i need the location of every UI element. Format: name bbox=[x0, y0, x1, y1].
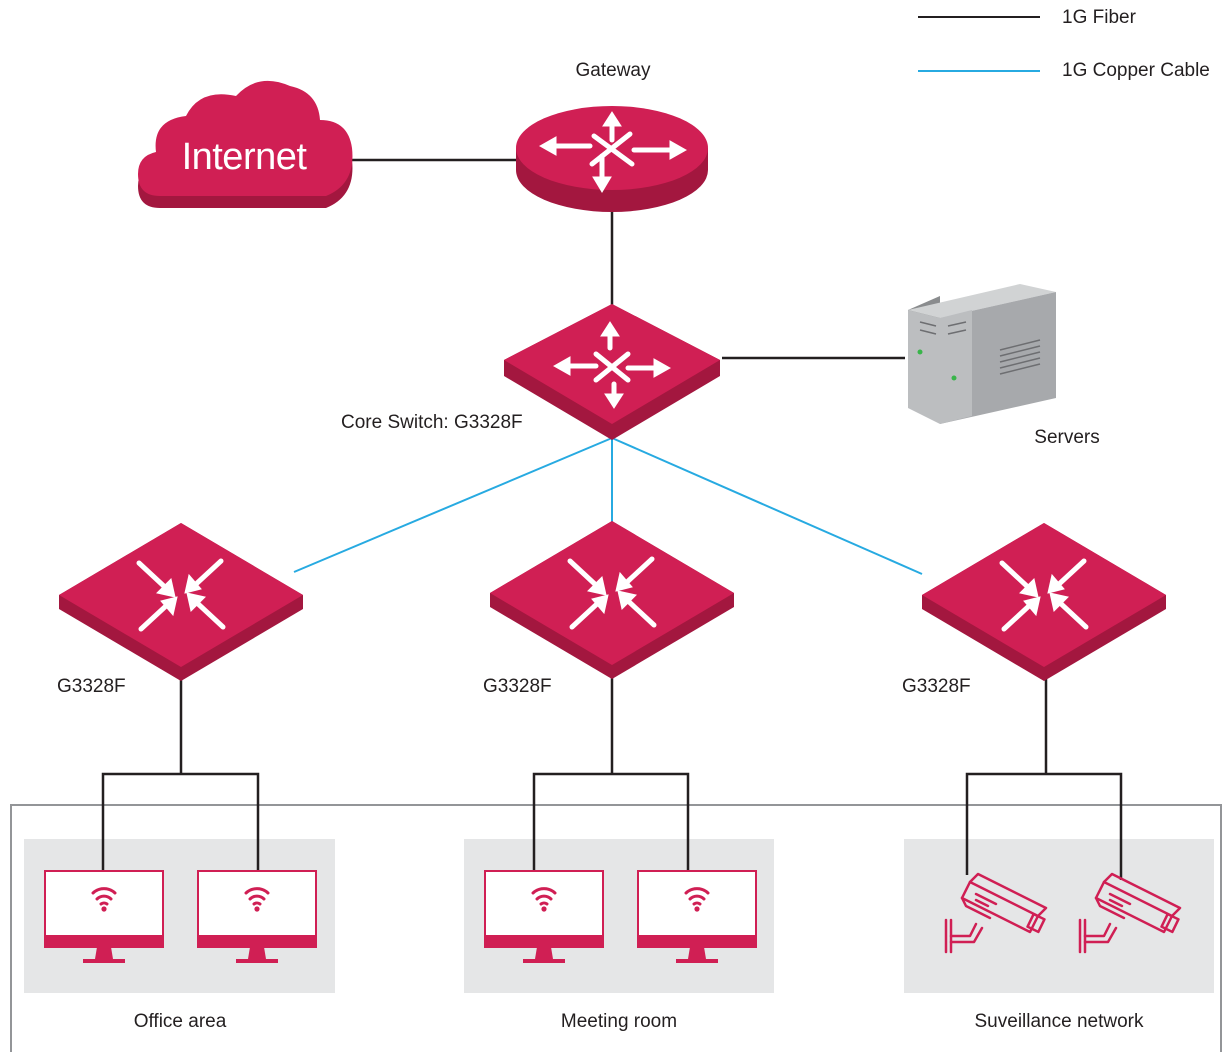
core-switch-icon bbox=[504, 304, 720, 440]
servers-label: Servers bbox=[1034, 427, 1100, 448]
security-camera-icon bbox=[944, 872, 1048, 954]
legend-copper-label: 1G Copper Cable bbox=[1062, 60, 1210, 81]
switch-icon bbox=[490, 521, 734, 679]
meeting-room-label: Meeting room bbox=[560, 1011, 678, 1032]
surveillance-label: Suveillance network bbox=[974, 1011, 1144, 1032]
security-camera-icon bbox=[1078, 872, 1182, 954]
link-core-switch1 bbox=[293, 437, 613, 573]
gateway-label: Gateway bbox=[575, 60, 651, 81]
switch-icon bbox=[59, 523, 303, 681]
switch-icon bbox=[922, 523, 1166, 681]
surveillance-panel bbox=[904, 839, 1214, 993]
server-icon bbox=[908, 284, 1056, 424]
wifi-monitor-icon bbox=[196, 869, 318, 965]
router-icon bbox=[516, 106, 708, 212]
legend-copper-swatch bbox=[918, 70, 1040, 72]
access-switch-2-label: G3328F bbox=[483, 676, 552, 697]
link-switch1-office bbox=[101, 670, 260, 875]
link-switch3-surveillance bbox=[965, 668, 1123, 880]
wifi-monitor-icon bbox=[43, 869, 165, 965]
access-switch-3-label: G3328F bbox=[902, 676, 971, 697]
cloud-icon bbox=[138, 80, 353, 208]
legend-fiber-label: 1G Fiber bbox=[1062, 7, 1136, 28]
internet-label: Internet bbox=[181, 136, 307, 178]
access-switch-1-label: G3328F bbox=[57, 676, 126, 697]
office-area-label: Office area bbox=[133, 1011, 227, 1032]
wifi-monitor-icon bbox=[483, 869, 605, 965]
legend-fiber-swatch bbox=[918, 16, 1040, 18]
wifi-monitor-icon bbox=[636, 869, 758, 965]
link-core-switch3 bbox=[611, 437, 923, 575]
endpoint-frame bbox=[10, 804, 1222, 1052]
core-switch-label: Core Switch: G3328F bbox=[341, 412, 523, 433]
link-switch2-meeting bbox=[532, 668, 690, 875]
